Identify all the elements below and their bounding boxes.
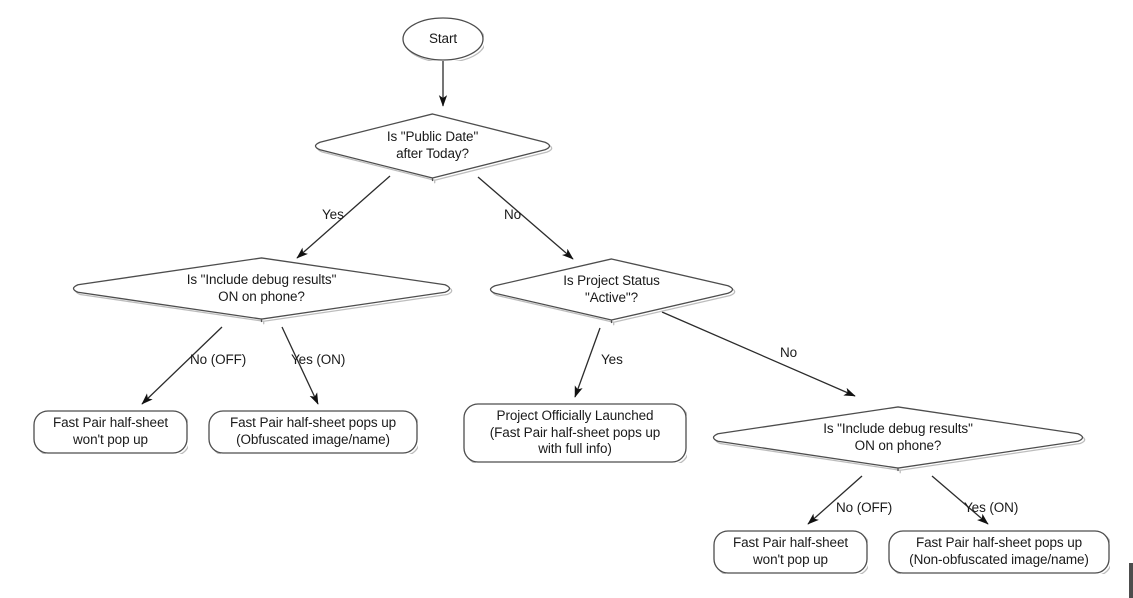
flow-edge-label-e-d4-r5: Yes (ON) [964,500,1019,515]
flow-edge-label-e-d2-r1: No (OFF) [190,352,247,367]
flow-node-d1: Is "Public Date" after Today? [310,108,555,184]
flow-edge-e-d3-d4 [661,311,856,397]
flow-node-d2: Is "Include debug results" ON on phone? [68,252,455,325]
flow-node-d3: Is Project Status "Active"? [485,253,738,326]
flow-edge-label-e-d1-d2: Yes [322,207,344,222]
flow-node-r2: Fast Pair half-sheet pops up (Obfuscated… [208,410,418,454]
flow-node-start: Start [402,17,484,61]
flow-node-shape-rounded-rect [463,403,687,463]
flow-node-r4: Fast Pair half-sheet won't pop up [713,530,868,574]
flow-edge-e-d3-r3 [574,327,601,398]
flow-node-shape-ellipse [402,17,484,61]
flow-edge-e-d2-r2 [281,326,319,405]
flow-edge-e-d2-r1 [141,326,223,405]
flow-edge-e-d4-r4 [807,475,863,525]
flow-node-r1: Fast Pair half-sheet won't pop up [33,410,188,454]
flow-node-r3: Project Officially Launched (Fast Pair h… [463,403,687,463]
flow-node-shape-diamond [314,113,553,184]
flow-edge-label-e-d3-d4: No [780,345,798,360]
flow-edge-label-e-d1-d3: No [504,207,522,222]
flow-edge-e-d1-d3 [477,176,574,260]
flow-node-shape-rounded-rect [888,530,1110,574]
flow-node-shape-rounded-rect [33,410,188,454]
flow-node-shape-rounded-rect [713,530,868,574]
flow-edge-label-e-d3-r3: Yes [601,352,623,367]
flow-node-d4: Is "Include debug results" ON on phone? [708,401,1088,474]
flow-node-shape-rounded-rect [208,410,418,454]
flow-node-r5: Fast Pair half-sheet pops up (Non-obfusc… [888,530,1110,574]
flow-edge-e-d1-d2 [296,175,391,259]
flow-node-shape-diamond [72,257,453,325]
flow-node-shape-diamond [712,406,1086,474]
flow-edge-label-e-d4-r4: No (OFF) [836,500,893,515]
page-edge-artifact [1129,563,1133,598]
flow-edge-e-d4-r5 [931,475,989,525]
flow-edge-label-e-d2-r2: Yes (ON) [291,352,346,367]
flow-node-shape-diamond [489,258,736,326]
